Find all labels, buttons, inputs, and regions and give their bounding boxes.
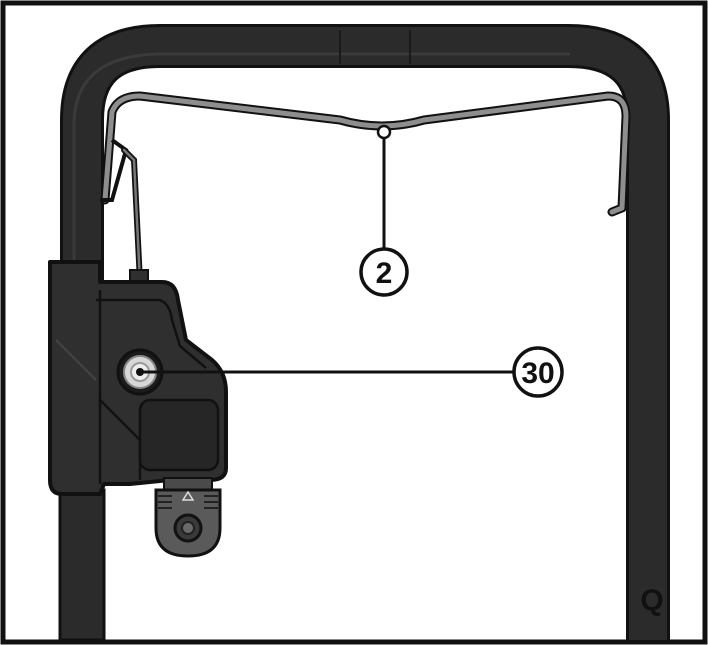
callout-bail: 2 xyxy=(359,124,409,297)
power-plug xyxy=(154,477,222,558)
mower-handle xyxy=(58,24,670,642)
callout-switch: 30 xyxy=(140,346,564,398)
panel-label: Q xyxy=(640,584,663,617)
callout-label-bail: 2 xyxy=(376,257,393,290)
switch-box xyxy=(48,260,228,496)
callout-label-switch: 30 xyxy=(521,357,554,390)
